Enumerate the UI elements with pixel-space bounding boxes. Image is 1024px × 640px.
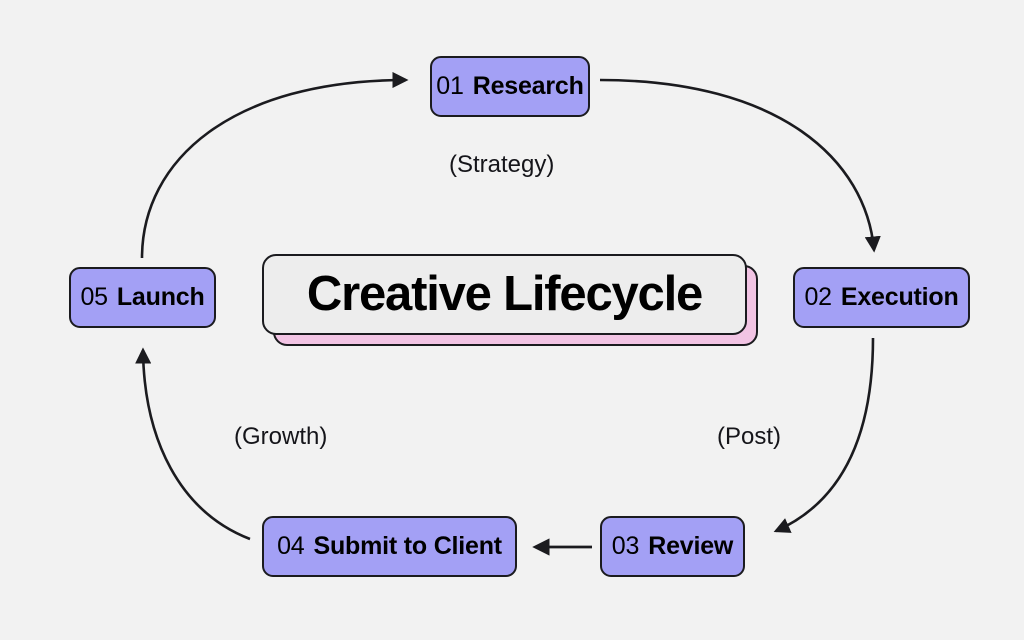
annotation-strategy: (Strategy) <box>449 151 555 178</box>
center-card-face: Creative Lifecycle <box>262 254 747 335</box>
diagram-title: Creative Lifecycle <box>306 267 703 321</box>
node-number: 04 <box>277 532 305 560</box>
node-number: 03 <box>611 532 640 560</box>
node-label-text: Submit to Client <box>313 532 502 560</box>
annotation-growth: (Growth) <box>234 423 328 450</box>
node-number: 05 <box>80 283 108 311</box>
annotation-post: (Post) <box>717 423 782 450</box>
node-04-submit-to-client[interactable]: 04 Submit to Client <box>262 516 517 577</box>
node-label-text: Launch <box>116 283 205 311</box>
node-01-research[interactable]: 01 Research <box>430 56 590 117</box>
node-label-text: Execution <box>840 283 959 311</box>
arrow-execution-to-review <box>773 337 875 533</box>
arrow-research-to-execution <box>599 78 881 253</box>
center-title-card: Creative Lifecycle <box>262 254 758 346</box>
node-02-execution[interactable]: 02 Execution <box>793 267 970 328</box>
node-number: 02 <box>804 283 832 311</box>
node-05-launch[interactable]: 05 Launch <box>69 267 216 328</box>
arrow-launch-to-research <box>140 71 409 259</box>
node-number: 01 <box>436 72 464 100</box>
node-label-text: Research <box>472 72 584 100</box>
node-label-text: Review <box>648 532 734 560</box>
node-03-review[interactable]: 03 Review <box>600 516 745 577</box>
